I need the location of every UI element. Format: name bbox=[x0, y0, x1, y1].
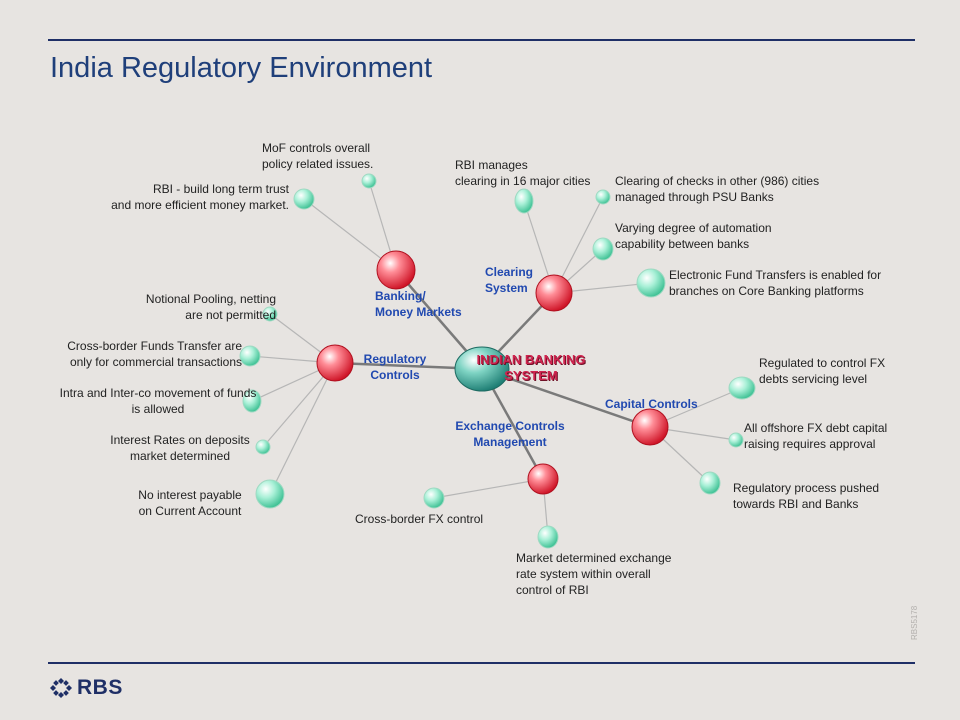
leaf-label-interest-deposits: Interest Rates on deposits market determ… bbox=[110, 433, 250, 463]
node-interest-deposits bbox=[255, 439, 271, 455]
node-rbi-trust bbox=[293, 188, 315, 210]
node-exchange bbox=[527, 463, 559, 495]
leaf-label-offshore-debt: All offshore FX debt capital raising req… bbox=[744, 421, 888, 451]
node-no-interest bbox=[255, 479, 285, 509]
node-market-rate bbox=[537, 525, 559, 549]
rbs-logo-text: RBS bbox=[77, 676, 123, 699]
node-eft bbox=[636, 268, 666, 298]
node-banking bbox=[376, 250, 416, 290]
leaf-label-crossborder-funds: Cross-border Funds Transfer are only for… bbox=[67, 339, 242, 369]
leaf-label-rbi-clearing: RBI manages clearing in 16 major cities bbox=[455, 158, 591, 188]
leaf-label-crossborder-fx: Cross-border FX control bbox=[355, 512, 484, 526]
connector-crossborder-fx bbox=[433, 478, 544, 499]
node-center bbox=[454, 346, 510, 392]
node-mof bbox=[361, 173, 377, 189]
leaf-label-psu-clearing: Clearing of checks in other (986) cities… bbox=[615, 174, 820, 204]
rbs-daisy-icon bbox=[50, 678, 72, 698]
leaf-label-fx-debts: Regulated to control FX debts servicing … bbox=[759, 356, 886, 386]
node-interco bbox=[242, 389, 262, 413]
leaf-label-reg-process: Regulatory process pushed towards RBI an… bbox=[733, 481, 880, 511]
hub-label-regulatory: Regulatory Controls bbox=[363, 352, 427, 382]
node-crossborder-funds bbox=[239, 345, 261, 367]
hub-label-banking: Banking/ Money Markets bbox=[375, 289, 462, 319]
leaf-label-no-interest: No interest payable on Current Account bbox=[138, 488, 242, 518]
node-crossborder-fx bbox=[423, 487, 445, 509]
node-offshore-debt bbox=[728, 432, 744, 448]
node-psu-clearing bbox=[595, 189, 611, 205]
center-label: INDIAN BANKING SYSTEM bbox=[476, 352, 586, 383]
page-title: India Regulatory Environment bbox=[50, 52, 433, 84]
node-capital bbox=[631, 408, 669, 446]
hub-nodes bbox=[316, 250, 669, 495]
leaf-label-pooling: Notional Pooling, netting are not permit… bbox=[145, 292, 276, 322]
hub-label-clearing: Clearing System bbox=[485, 265, 534, 295]
node-reg-process bbox=[699, 471, 721, 495]
node-clearing bbox=[535, 274, 573, 312]
node-rbi-clearing bbox=[514, 188, 534, 214]
hub-label-capital: Capital Controls bbox=[605, 397, 698, 411]
hub-label-exchange: Exchange Controls Management bbox=[455, 419, 565, 449]
leaf-nodes bbox=[239, 173, 756, 549]
leaf-label-rbi-trust: RBI - build long term trust and more eff… bbox=[111, 182, 289, 212]
top-rule bbox=[48, 39, 915, 41]
leaf-label-mof: MoF controls overall policy related issu… bbox=[262, 141, 374, 171]
leaf-label-eft: Electronic Fund Transfers is enabled for… bbox=[669, 268, 882, 298]
node-pooling bbox=[262, 306, 278, 322]
leaf-label-interco: Intra and Inter-co movement of funds is … bbox=[59, 386, 257, 416]
node-regulatory bbox=[316, 344, 354, 382]
connector-capital bbox=[481, 367, 651, 429]
leaf-label-market-rate: Market determined exchange rate system w… bbox=[516, 551, 672, 597]
node-fx-debts bbox=[728, 376, 756, 400]
rbs-logo: RBS bbox=[50, 676, 123, 700]
document-code: RBS5178 bbox=[910, 605, 919, 640]
leaf-label-automation: Varying degree of automation capability … bbox=[615, 221, 772, 251]
connector-no-interest bbox=[269, 362, 336, 495]
bottom-rule bbox=[48, 662, 915, 664]
node-automation bbox=[592, 237, 614, 261]
